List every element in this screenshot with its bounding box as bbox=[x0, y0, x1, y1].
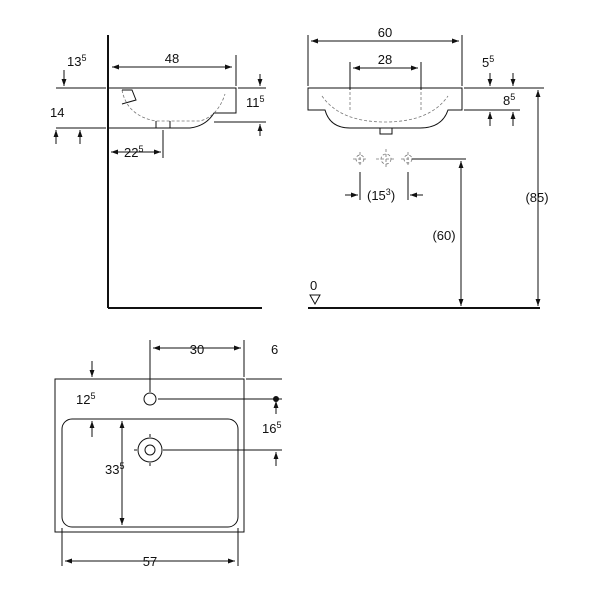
dim-side-drain-offset-sup: 5 bbox=[138, 144, 143, 154]
svg-text:225: 225 bbox=[124, 144, 143, 160]
dim-front-tap-spacing-label: 28 bbox=[378, 52, 392, 67]
svg-text:(153): (153) bbox=[367, 187, 395, 203]
front-basin-outline bbox=[307, 87, 463, 129]
dim-top-tap-depth-main: 12 bbox=[76, 392, 90, 407]
dim-side-rim-main: 11 bbox=[246, 95, 260, 110]
dim-side-top-offset-sup: 5 bbox=[81, 53, 86, 63]
dim-front-valve-spacing-main: (15 bbox=[367, 188, 386, 203]
dim-top-width: 57 bbox=[61, 528, 239, 569]
dim-top-bowl-depth-sup: 5 bbox=[119, 461, 124, 471]
dim-side-rim: 115 bbox=[214, 74, 266, 136]
dim-top-tap-depth-sup: 5 bbox=[90, 391, 95, 401]
dim-front-top-offset-main: 5 bbox=[482, 55, 489, 70]
dim-front-top-offset: 55 bbox=[464, 54, 520, 89]
dim-top-bowl-depth-main: 33 bbox=[105, 462, 119, 477]
front-floor-marker bbox=[309, 294, 321, 306]
svg-text:125: 125 bbox=[76, 391, 95, 407]
front-drain bbox=[379, 128, 393, 135]
side-basin-bowl bbox=[121, 89, 226, 122]
dim-top-drain-depth: 165 bbox=[158, 396, 282, 466]
dim-front-width: 60 bbox=[307, 25, 463, 86]
side-tap-hole bbox=[121, 89, 137, 105]
dim-front-width-label: 60 bbox=[378, 25, 392, 40]
dim-side-top-offset-main: 13 bbox=[67, 54, 81, 69]
dim-top-tap-depth: 125 bbox=[76, 361, 95, 437]
front-floor-label: 0 bbox=[310, 278, 317, 293]
svg-text:335: 335 bbox=[105, 461, 124, 477]
dim-front-rim: 85 bbox=[464, 92, 520, 126]
svg-text:165: 165 bbox=[262, 420, 281, 436]
dim-side-rim-sup: 5 bbox=[260, 94, 265, 104]
dim-top-width-label: 57 bbox=[143, 554, 157, 569]
top-tap-hole bbox=[143, 392, 157, 406]
dim-side-height: 14 bbox=[50, 105, 106, 144]
svg-text:115: 115 bbox=[246, 94, 265, 110]
side-view: 48 135 14 115 225 bbox=[50, 35, 266, 309]
svg-text:135: 135 bbox=[67, 53, 86, 69]
side-drain bbox=[155, 121, 171, 129]
top-bowl-outline bbox=[61, 418, 239, 528]
svg-text:55: 55 bbox=[482, 54, 494, 70]
dim-front-rim-sup: 5 bbox=[510, 92, 515, 102]
dim-side-drain-offset-main: 22 bbox=[124, 145, 138, 160]
dim-top-side-margin-label: 6 bbox=[271, 342, 278, 357]
dim-top-side-margin: 6 bbox=[246, 342, 282, 380]
dim-side-depth-label: 48 bbox=[165, 51, 179, 66]
dim-top-bowl-depth: 335 bbox=[105, 421, 124, 525]
dim-top-drain-depth-sup: 5 bbox=[276, 420, 281, 430]
dim-top-tap-offset: 30 bbox=[153, 340, 245, 377]
dim-side-height-label: 14 bbox=[50, 105, 64, 120]
dim-front-tap-spacing: 28 bbox=[349, 52, 422, 90]
top-drain bbox=[134, 434, 166, 466]
dim-front-valve-spacing-sup: 3 bbox=[386, 187, 391, 197]
dim-front-valve-height: (60) bbox=[412, 158, 466, 306]
dim-front-valve-spacing-close: ) bbox=[391, 188, 395, 203]
dim-front-top-offset-sup: 5 bbox=[489, 54, 494, 64]
dim-side-drain-offset: 225 bbox=[111, 130, 164, 160]
dim-front-total-height: (85) bbox=[464, 87, 549, 306]
dim-top-drain-depth-main: 16 bbox=[262, 421, 276, 436]
dim-front-total-height-label: (85) bbox=[525, 190, 548, 205]
front-basin-bowl bbox=[321, 95, 449, 123]
dim-side-top-offset: 135 bbox=[56, 53, 106, 89]
dim-side-depth: 48 bbox=[112, 51, 237, 86]
dim-top-tap-offset-label: 30 bbox=[190, 342, 204, 357]
side-basin-outline bbox=[108, 87, 237, 129]
top-view: 30 6 125 165 335 bbox=[54, 340, 282, 569]
front-valves bbox=[353, 149, 415, 169]
dim-front-rim-main: 8 bbox=[503, 93, 510, 108]
front-view: 0 60 28 bbox=[307, 25, 549, 309]
dim-front-valve-spacing: (153) bbox=[345, 172, 423, 203]
svg-text:85: 85 bbox=[503, 92, 515, 108]
dim-front-valve-height-label: (60) bbox=[432, 228, 455, 243]
